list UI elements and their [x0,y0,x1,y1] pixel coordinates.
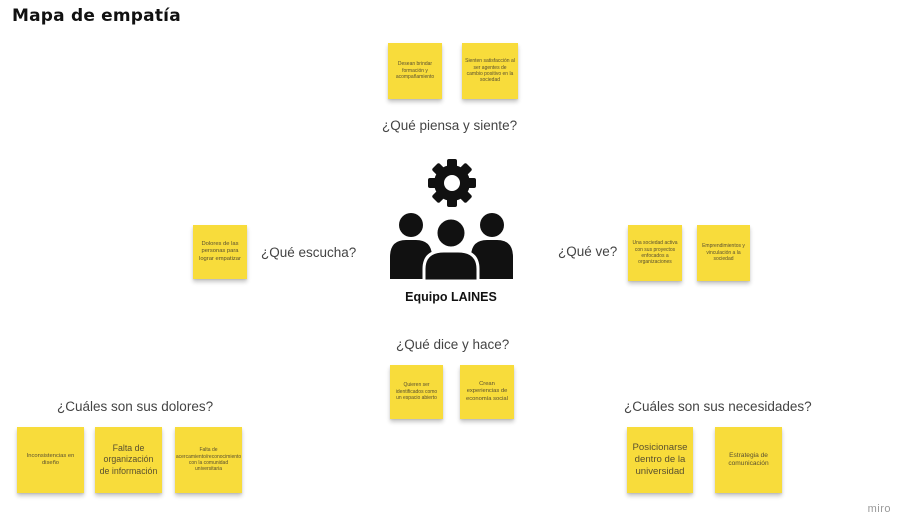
sticky-note[interactable]: Emprendimientos y vinculación a la socie… [697,225,750,281]
sticky-note[interactable]: Falta de acercamiento/reconocimiento con… [175,427,242,493]
sticky-note[interactable]: Dolores de las personas para lograr empa… [193,225,247,279]
team-gear-icon [390,159,513,283]
center-label: Equipo LAINES [405,290,497,304]
page-title: Mapa de empatía [12,6,181,26]
sticky-note[interactable]: Desean brindar formación y acompañamient… [388,43,442,99]
sticky-note[interactable]: Sienten satisfacción al ser agentes de c… [462,43,518,99]
question-dolores: ¿Cuáles son sus dolores? [57,399,214,414]
question-escucha: ¿Qué escucha? [261,245,357,260]
sticky-note[interactable]: Quieren ser identificados como un espaci… [390,365,443,419]
sticky-note[interactable]: Posicionarse dentro de la universidad [627,427,693,493]
gear-icon [428,159,476,207]
question-dice: ¿Qué dice y hace? [396,337,510,352]
sticky-note[interactable]: Inconsistencias en diseño [17,427,84,493]
sticky-note[interactable]: Estrategia de comunicación [715,427,782,493]
question-necesidades: ¿Cuáles son sus necesidades? [624,399,812,414]
sticky-note[interactable]: Falta de organización de información [95,427,162,493]
miro-logo: miro [867,503,891,515]
question-ve: ¿Qué ve? [558,244,618,259]
sticky-note[interactable]: Una sociedad activa con sus proyectos en… [628,225,682,281]
sticky-note[interactable]: Crean experiencias de economía social [460,365,514,419]
question-piensa: ¿Qué piensa y siente? [382,118,518,133]
